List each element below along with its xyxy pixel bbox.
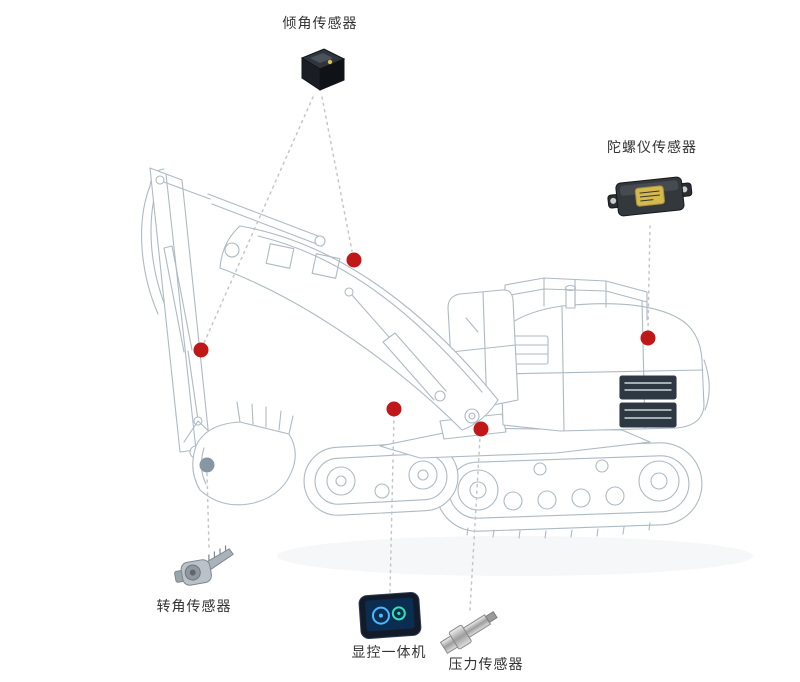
display-unit-label: 显控一体机 <box>351 644 427 660</box>
ground-shadow <box>277 536 753 576</box>
rotation-sensor-image <box>174 545 234 586</box>
engine-housing <box>499 284 710 432</box>
gyroscope-sensor-image <box>607 176 693 217</box>
pressure-sensor-image <box>439 611 498 655</box>
display-unit-image <box>358 591 422 640</box>
track-left <box>303 442 459 516</box>
pressure-sensor-label: 压力传感器 <box>448 656 524 672</box>
bucket <box>192 401 296 506</box>
tilt-sensor-label: 倾角传感器 <box>282 15 358 31</box>
arm <box>149 167 211 459</box>
grille-upper <box>619 375 677 400</box>
bucket-cylinder <box>163 245 217 443</box>
grille-lower <box>619 402 677 428</box>
tilt-sensor-image <box>300 48 346 91</box>
gyroscope-sensor-label: 陀螺仪传感器 <box>607 139 697 155</box>
boom-cylinder <box>344 287 447 402</box>
rotation-sensor-label: 转角传感器 <box>156 598 232 614</box>
